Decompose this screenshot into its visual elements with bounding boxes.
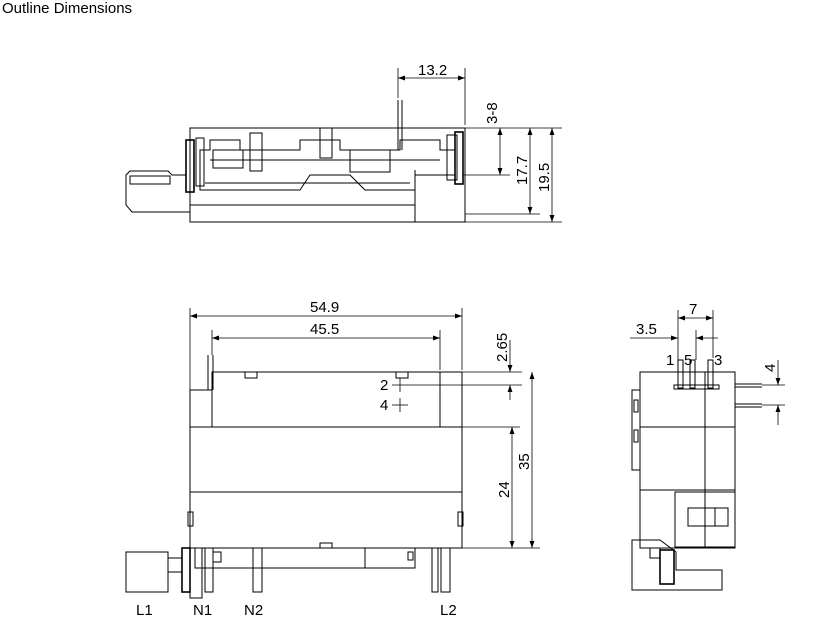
top-view: 13.2 3-8 17.7 19.5	[125, 62, 562, 223]
side-view: 7 3.5 4 1 5 3	[630, 301, 785, 591]
hole-marker-4	[392, 398, 408, 412]
dim-17-7: 17.7	[514, 156, 531, 185]
dim-35: 35	[516, 453, 533, 470]
dim-2-65: 2.65	[494, 333, 511, 362]
pin-number-5: 5	[684, 352, 692, 369]
pin-label-l2: L2	[440, 602, 457, 619]
dim-4: 4	[762, 364, 779, 372]
dim-hole-4: 4	[380, 397, 388, 414]
hole-marker-2	[392, 378, 522, 392]
dim-24: 24	[496, 481, 513, 498]
dim-45-5: 45.5	[310, 321, 339, 338]
pin-number-1: 1	[666, 352, 674, 369]
pin-label-l1: L1	[136, 602, 153, 619]
front-view: 2 4 54.9 45.5 2.65 35 24 L1 N1 N2 L2	[125, 299, 540, 619]
pin-label-n1: N1	[193, 602, 212, 619]
dim-3-5: 3.5	[636, 321, 657, 338]
pin-number-3: 3	[714, 352, 722, 369]
page-title: Outline Dimensions	[2, 0, 133, 17]
dim-54-9: 54.9	[310, 299, 339, 316]
dim-19-5: 19.5	[536, 163, 553, 192]
pin-label-n2: N2	[244, 602, 263, 619]
dim-13-2: 13.2	[418, 62, 447, 79]
dim-hole-2: 2	[380, 377, 388, 394]
dim-3-8: 3-8	[484, 102, 501, 124]
dim-7: 7	[689, 301, 697, 318]
